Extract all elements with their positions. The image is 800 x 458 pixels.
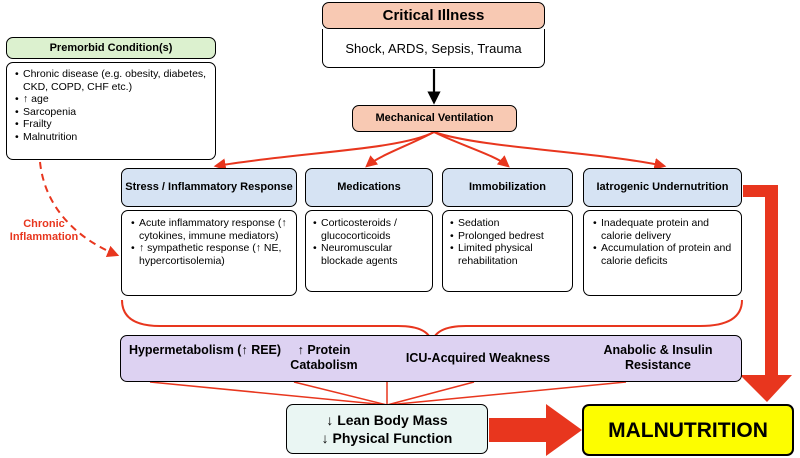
immobilization-list: Sedation Prolonged bedrest Limited physi… bbox=[450, 217, 565, 267]
premorbid-list-box: Chronic disease (e.g. obesity, diabetes,… bbox=[6, 62, 216, 160]
medications-list-box: Corticosteroids / glucocorticoids Neurom… bbox=[305, 210, 433, 292]
immobilization-item: Sedation bbox=[450, 217, 565, 230]
anabolic-insulin-resistance-label: Anabolic & Insulin Resistance bbox=[603, 343, 713, 372]
big-arrow-lbm-to-malnutrition bbox=[489, 404, 582, 456]
convergence-lines bbox=[149, 381, 627, 406]
hypermetabolism-label: Hypermetabolism (↑ REE) bbox=[128, 343, 282, 357]
critical-illness-detail-box: Shock, ARDS, Sepsis, Trauma bbox=[322, 29, 545, 68]
premorbid-item: Sarcopenia bbox=[15, 106, 207, 119]
iatrogenic-undernutrition-list-box: Inadequate protein and calorie delivery … bbox=[583, 210, 742, 296]
immobilization-title-box: Immobilization bbox=[442, 168, 573, 207]
arrow-to-iatrogenic bbox=[433, 131, 667, 170]
arrow-to-immobilization bbox=[433, 131, 510, 168]
arrow-to-medications bbox=[365, 131, 435, 168]
arrow-to-stress bbox=[213, 131, 435, 171]
immobilization-list-box: Sedation Prolonged bedrest Limited physi… bbox=[442, 210, 573, 292]
malnutrition-box: MALNUTRITION bbox=[582, 404, 794, 456]
big-arrow-undernutrition-to-malnutrition bbox=[740, 185, 792, 402]
medications-item: Neuromuscular blockade agents bbox=[313, 242, 425, 267]
iatrogenic-undernutrition-title-box: Iatrogenic Undernutrition bbox=[583, 168, 742, 207]
medications-list: Corticosteroids / glucocorticoids Neurom… bbox=[313, 217, 425, 267]
medications-item: Corticosteroids / glucocorticoids bbox=[313, 217, 425, 242]
arrow-chronic-inflammation bbox=[39, 161, 120, 257]
premorbid-list: Chronic disease (e.g. obesity, diabetes,… bbox=[15, 68, 207, 143]
critical-illness-title-box: Critical Illness bbox=[322, 2, 545, 29]
stress-response-list: Acute inflammatory response (↑ cytokines… bbox=[131, 217, 287, 267]
iatrogenic-undernutrition-item: Accumulation of protein and calorie defi… bbox=[593, 242, 732, 267]
protein-catabolism-label: ↑ Protein Catabolism bbox=[290, 343, 358, 372]
immobilization-item: Limited physical rehabilitation bbox=[450, 242, 565, 267]
iatrogenic-undernutrition-item: Inadequate protein and calorie delivery bbox=[593, 217, 732, 242]
stress-response-item: ↑ sympathetic response (↑ NE, hypercorti… bbox=[131, 242, 287, 267]
stress-response-item: Acute inflammatory response (↑ cytokines… bbox=[131, 217, 287, 242]
mechanical-ventilation-box: Mechanical Ventilation bbox=[352, 105, 517, 132]
consequences-box bbox=[120, 335, 742, 382]
immobilization-item: Prolonged bedrest bbox=[450, 230, 565, 243]
premorbid-title-box: Premorbid Condition(s) bbox=[6, 37, 216, 59]
icu-acquired-weakness-label: ICU-Acquired Weakness bbox=[405, 351, 551, 365]
iatrogenic-undernutrition-list: Inadequate protein and calorie delivery … bbox=[593, 217, 732, 267]
lean-body-mass-line: ↓ Lean Body Mass bbox=[326, 412, 448, 428]
premorbid-item: Malnutrition bbox=[15, 131, 207, 144]
premorbid-item: ↑ age bbox=[15, 93, 207, 106]
lean-body-mass-box: ↓ Lean Body Mass ↓ Physical Function bbox=[286, 404, 488, 454]
physical-function-line: ↓ Physical Function bbox=[321, 430, 453, 446]
premorbid-item: Frailty bbox=[15, 118, 207, 131]
chronic-inflammation-label: Chronic Inflammation bbox=[9, 218, 79, 243]
premorbid-item: Chronic disease (e.g. obesity, diabetes,… bbox=[15, 68, 207, 93]
stress-response-title-box: Stress / Inflammatory Response bbox=[121, 168, 297, 207]
stress-response-list-box: Acute inflammatory response (↑ cytokines… bbox=[121, 210, 297, 296]
medications-title-box: Medications bbox=[305, 168, 433, 207]
